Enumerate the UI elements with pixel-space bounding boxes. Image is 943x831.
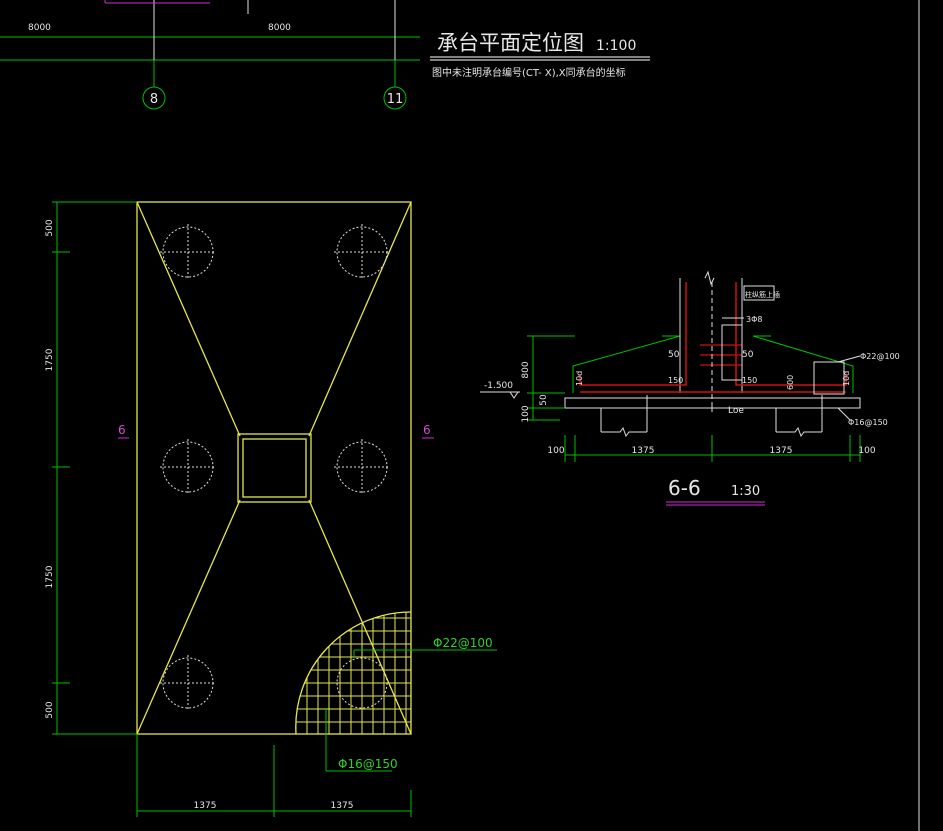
axis-area: 8000 8000 8 11 (0, 0, 920, 831)
section-mark-left: 6 (118, 423, 126, 437)
pile (334, 439, 390, 495)
axis-dim-2: 8000 (268, 23, 291, 33)
left-dim-1: 500 (45, 219, 55, 236)
stirrups (700, 344, 742, 366)
column-inner-box (721, 324, 743, 381)
right-600: 600 (786, 375, 795, 390)
bottom-dim-1: 1375 (194, 801, 217, 811)
plan-title-block: 承台平面定位图 1:100 图中未注明承台编号(CT- X),X同承台的坐标 (430, 31, 650, 79)
bottom-dim-2: 1375 (331, 801, 354, 811)
plan-note: 图中未注明承台编号(CT- X),X同承台的坐标 (432, 66, 626, 79)
right-600-box (813, 361, 845, 395)
elevation-label: -1.500 (484, 381, 513, 391)
column-break (704, 270, 715, 286)
sec-bottom-dim-4: 100 (858, 446, 875, 456)
pile (334, 224, 390, 280)
section-slope-left (572, 335, 681, 393)
left-dim-4: 500 (45, 701, 55, 718)
slope-line (308, 499, 412, 735)
sec-bottom-dim-1: 100 (547, 446, 564, 456)
pile (160, 224, 216, 280)
left-dim-3: 1750 (45, 565, 55, 588)
plan-bottom-dims: 1375 1375 (136, 734, 412, 817)
cap-outline (136, 201, 412, 735)
section-mark-right: 6 (423, 423, 431, 437)
grid-bubble-11 (383, 86, 407, 110)
sec-left-dim-800: 800 (521, 361, 531, 378)
inner-50-left: 50 (668, 350, 680, 360)
section-title: 6-6 (668, 476, 701, 500)
section-6-6: Loe 柱纵筋上插 3Φ8 50 50 150 150 10d 10d 600 … (480, 270, 900, 506)
rebar-bottom-leader-sec (837, 407, 851, 421)
sec-bottom-dim-3: 1375 (770, 446, 793, 456)
pile (160, 655, 216, 711)
pile-cap-plan: Φ22@100 Φ16@150 6 6 (118, 201, 497, 772)
sec-bottom-dim-2: 1375 (632, 446, 655, 456)
ld-right: 10d (842, 371, 851, 386)
loe-label: Loe (728, 406, 744, 416)
section-rebar-top: Φ22@100 (860, 352, 900, 361)
section-slope-right (752, 335, 854, 393)
section-scale: 1:30 (731, 484, 760, 499)
ld-left: 10d (575, 371, 584, 386)
column-note-box (743, 285, 775, 301)
elevation-marker (509, 391, 519, 399)
axis-dim-1: 8000 (28, 23, 51, 33)
rebar-right-leg (735, 282, 847, 386)
plan-title: 承台平面定位图 (437, 31, 584, 55)
plan-left-dims: 500 1750 1750 500 (45, 201, 137, 735)
rebar-arc (295, 611, 412, 735)
inner-150-right: 150 (742, 376, 757, 385)
section-rebar-bottom: Φ16@150 (848, 418, 888, 427)
stirrup-note: 3Φ8 (746, 315, 762, 324)
column-outer (237, 433, 312, 503)
rebar-top-leader-sec (837, 355, 861, 363)
grid-label-11: 11 (387, 92, 404, 107)
inner-50-right: 50 (742, 350, 754, 360)
inner-150-left: 150 (668, 376, 683, 385)
pile-left-break (601, 426, 647, 438)
rebar-left-leg (579, 282, 687, 386)
grid-bubble-8 (142, 86, 166, 110)
pile (160, 439, 216, 495)
rebar-bottom-label: Φ16@150 (338, 757, 398, 771)
rebar-grid (295, 612, 411, 734)
plan-scale: 1:100 (596, 38, 636, 54)
slope-line (136, 201, 241, 437)
column-note: 柱纵筋上插 (745, 290, 780, 299)
sec-left-dim-100: 100 (521, 405, 531, 422)
column-inner (242, 438, 307, 498)
rebar-top-label: Φ22@100 (433, 636, 493, 650)
sec-left-dim-50: 50 (539, 394, 549, 406)
grid-label-8: 8 (150, 92, 158, 107)
slope-line (308, 201, 412, 437)
pile-right-break (776, 426, 822, 438)
left-dim-2: 1750 (45, 348, 55, 371)
slope-line (136, 499, 241, 735)
